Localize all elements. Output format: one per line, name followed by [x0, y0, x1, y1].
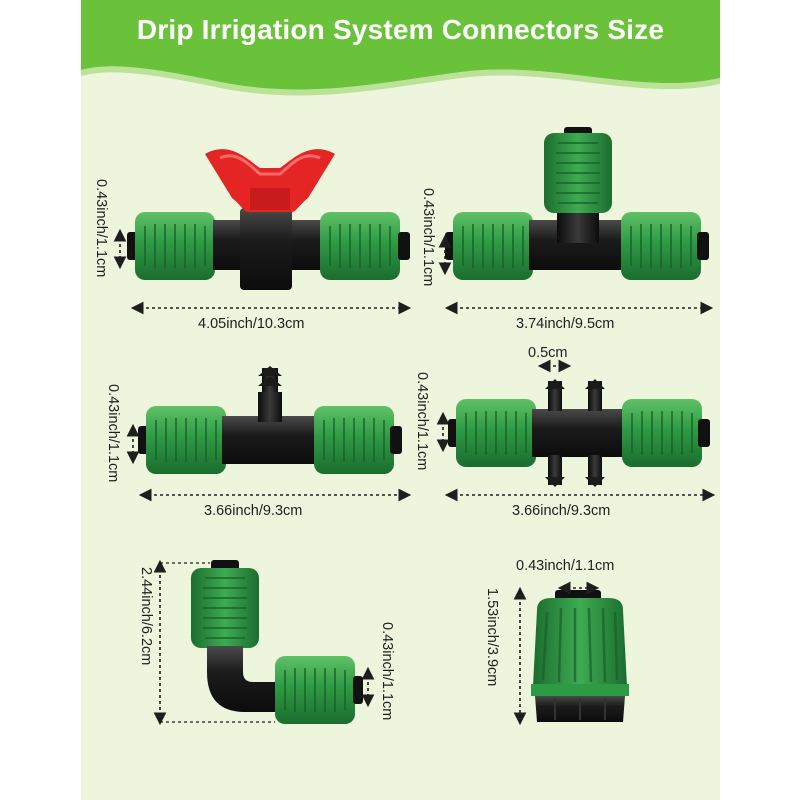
elbow-connector-image — [190, 560, 363, 725]
cross-length-label: 3.66inch/9.3cm — [512, 503, 611, 519]
end-cap-image — [531, 590, 629, 722]
valve-length-label: 4.05inch/10.3cm — [198, 316, 305, 332]
valve-diameter-label: 0.43inch/1.1cm — [93, 179, 109, 278]
valve-connector-image — [127, 149, 410, 290]
title-banner — [81, 0, 720, 96]
end-cap-width-label: 0.43inch/1.1cm — [516, 558, 615, 574]
cross-connector-image — [448, 379, 710, 487]
tee-connector-image — [445, 127, 709, 281]
cross-diameter-label: 0.43inch/1.1cm — [414, 372, 430, 471]
barbed-tee-diameter-label: 0.43inch/1.1cm — [105, 384, 121, 483]
barbed-tee-length-label: 3.66inch/9.3cm — [204, 503, 303, 519]
end-cap-height-label: 1.53inch/3.9cm — [484, 588, 500, 687]
barbed-tee-connector-image — [138, 366, 402, 475]
elbow-height-label: 2.44inch/6.2cm — [138, 567, 154, 666]
page-title: Drip Irrigation System Connectors Size — [136, 14, 665, 45]
cross-barb-label: 0.5cm — [528, 345, 568, 361]
tee-length-label: 3.74inch/9.5cm — [516, 316, 615, 332]
elbow-diameter-label: 0.43inch/1.1cm — [379, 622, 395, 721]
tee-diameter-label: 0.43inch/1.1cm — [420, 188, 436, 287]
